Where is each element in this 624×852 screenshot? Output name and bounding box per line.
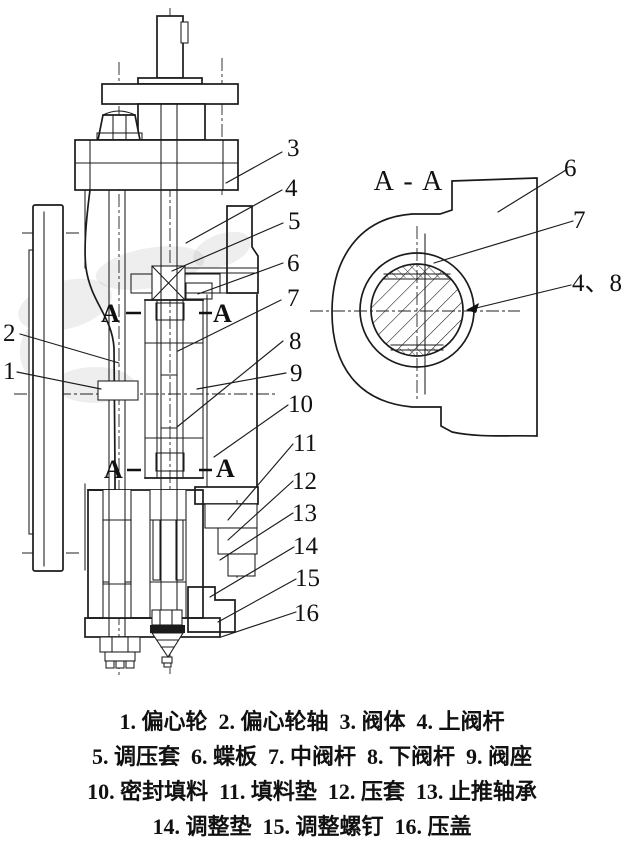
section-marker-lower-right: A <box>216 454 235 483</box>
eccentric-wheel <box>97 380 139 401</box>
packing-box <box>84 489 236 638</box>
callout-3: 3 <box>287 135 300 162</box>
section-marker-upper-left: A <box>101 299 120 328</box>
section-view-a-a: A - A <box>310 166 538 437</box>
parts-caption-line-1: 1. 偏心轮 2. 偏心轮轴 3. 阀体 4. 上阀杆 <box>119 709 505 734</box>
adjusting-screw <box>151 609 183 626</box>
section-marker-lower-left: A <box>104 455 123 484</box>
callout-13: 13 <box>292 500 317 527</box>
callout-9: 9 <box>290 360 303 387</box>
callout-5: 5 <box>288 208 301 235</box>
gland-step-block <box>187 586 236 633</box>
callout-6: 6 <box>287 250 300 277</box>
middle-stem <box>160 103 178 611</box>
callout-10: 10 <box>288 391 313 418</box>
adjusting-sleeve <box>130 265 221 301</box>
pipe-flange <box>28 189 86 572</box>
callout-4: 4 <box>285 175 298 202</box>
callout-leaders <box>16 151 574 638</box>
upper-bearing <box>155 302 185 321</box>
callout-1: 1 <box>3 358 16 385</box>
callout-16: 16 <box>294 600 319 627</box>
lower-bearing <box>155 452 185 472</box>
callout-labels: 2 1 3 4 5 6 7 8 9 10 11 12 13 14 15 16 6… <box>3 135 622 627</box>
bottom-fittings <box>99 609 185 669</box>
body-neck-curve <box>84 189 116 491</box>
disc-section-body <box>331 177 538 437</box>
parts-caption-line-3: 10. 密封填料 11. 填料垫 12. 压套 13. 止推轴承 <box>87 779 537 804</box>
callout-14: 14 <box>293 533 319 560</box>
valve-assembly-drawing: A A A A A - A <box>3 8 622 676</box>
section-view-title: A - A <box>374 166 445 197</box>
section-marker-upper-right: A <box>213 299 232 328</box>
main-view: A A A A <box>14 8 276 676</box>
valve-body-block <box>74 139 239 191</box>
callout-section-6: 6 <box>564 155 577 182</box>
callout-15: 15 <box>295 565 320 592</box>
hex-nut <box>96 114 142 141</box>
parts-caption: 1. 偏心轮 2. 偏心轮轴 3. 阀体 4. 上阀杆 5. 调压套 6. 蝶板… <box>0 704 624 844</box>
callout-section-7: 7 <box>573 207 586 234</box>
disc-hub <box>144 299 204 479</box>
eccentric-shaft <box>97 189 139 638</box>
callout-2: 2 <box>3 320 16 347</box>
section-cut-marks: A A A A <box>101 299 235 484</box>
callout-11: 11 <box>293 430 317 457</box>
callout-7: 7 <box>287 285 300 312</box>
parts-caption-line-2: 5. 调压套 6. 蝶板 7. 中阀杆 8. 下阀杆 9. 阀座 <box>91 744 532 769</box>
top-stem-assembly <box>74 15 239 191</box>
leader-arrowhead <box>466 303 479 313</box>
callout-section-4-8: 4、8 <box>572 270 622 297</box>
parts-caption-line-4: 14. 调整垫 15. 调整螺钉 16. 压盖 <box>152 814 472 839</box>
callout-12: 12 <box>292 468 317 495</box>
callout-8: 8 <box>289 328 302 355</box>
